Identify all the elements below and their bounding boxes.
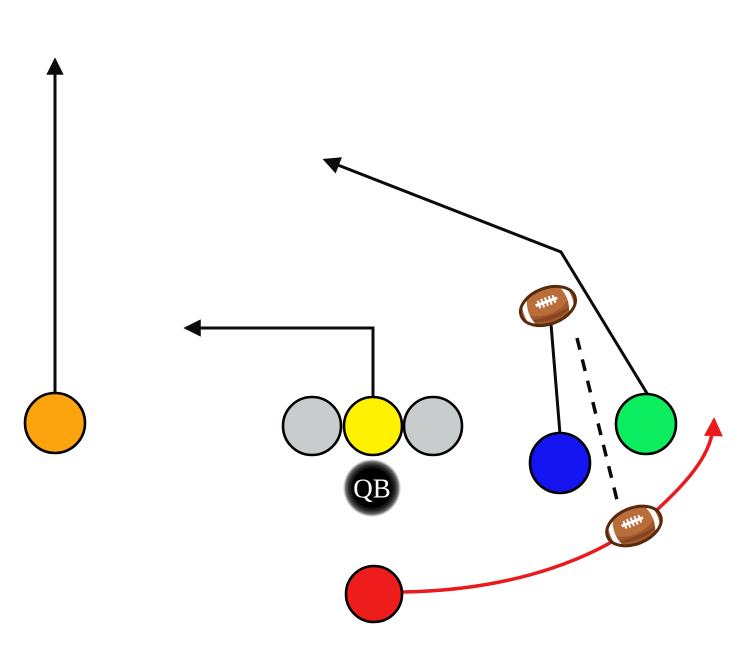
football-icon[interactable] <box>515 279 581 332</box>
route-yellow-out[interactable] <box>183 319 375 397</box>
player-center-yellow[interactable] <box>342 395 404 457</box>
player-orange[interactable] <box>23 391 87 455</box>
player-qb[interactable] <box>343 459 401 517</box>
players-layer: QB <box>23 391 678 624</box>
route-blue-to-ball[interactable] <box>549 323 562 435</box>
player-lineman-left[interactable] <box>281 395 343 457</box>
route-green-post[interactable] <box>322 157 650 396</box>
player-qb-label: QB <box>353 474 391 504</box>
player-lineman-right[interactable] <box>402 395 464 457</box>
route-motion-dashed[interactable] <box>575 337 619 501</box>
football-icon[interactable] <box>601 499 667 554</box>
player-blue[interactable] <box>528 431 592 495</box>
player-red[interactable] <box>344 564 404 624</box>
player-green[interactable] <box>614 392 678 456</box>
